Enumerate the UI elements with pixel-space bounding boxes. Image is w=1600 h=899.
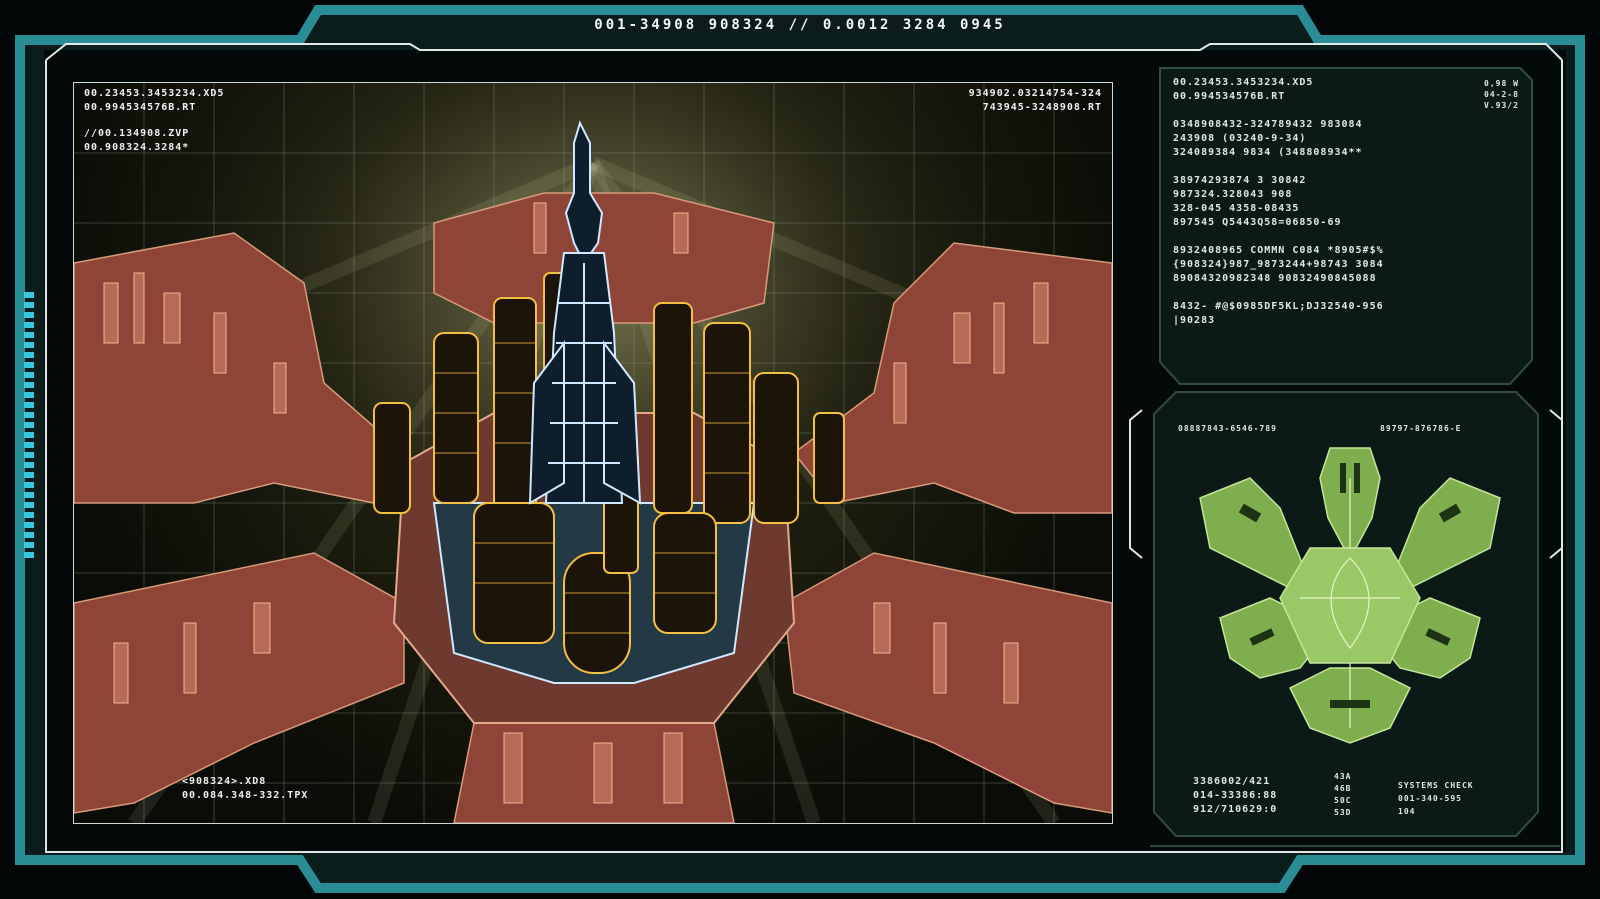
stat-line: 53D [1334, 808, 1352, 817]
stat-line: 104 [1398, 807, 1416, 816]
city-viewport[interactable]: 00.23453.3453234.XD5 00.994534576B.RT //… [73, 82, 1113, 824]
side-led-strip [24, 292, 34, 558]
stats-column-b: 43A 46B 50C 53D [1334, 771, 1351, 819]
readout-line: 8432- #@$0985DF5KL;DJ32540-956 [1173, 301, 1384, 312]
viewport-coords-top-right: 934902.03214754-324 743945-3248908.RT [969, 87, 1102, 115]
tick-label: 0,98 W [1484, 79, 1519, 88]
readout-line: 243908 (03240-9-34) [1173, 133, 1307, 144]
stat-line: 46B [1334, 784, 1352, 793]
coord-line: 00.908324.3284* [84, 142, 190, 153]
stat-line: 001-340-595 [1398, 794, 1462, 803]
readout-line: 8932408965 COMMN C084 *8905#$% [1173, 245, 1384, 256]
tower-bands [434, 342, 750, 634]
readout-line: 00.994534576B.RT [1173, 91, 1286, 102]
city-minimap[interactable] [1180, 438, 1520, 758]
readout-line: 0348908432-324789432 983084 [1173, 119, 1363, 130]
systems-check: SYSTEMS CHECK 001-340-595 104 [1398, 779, 1474, 818]
tick-label: V.93/2 [1484, 101, 1519, 110]
readout-line: 328-045 4358-08435 [1173, 203, 1300, 214]
stat-line: 912/710629:0 [1193, 804, 1278, 815]
tick-label: 04-2-8 [1484, 90, 1519, 99]
minimap-label-left: 08887843-6546-789 [1178, 424, 1277, 433]
systems-check-title: SYSTEMS CHECK [1398, 781, 1474, 790]
stat-line: 43A [1334, 772, 1352, 781]
readout-line: |90283 [1173, 315, 1216, 326]
data-readout: 00.23453.3453234.XD5 00.994534576B.RT 03… [1173, 76, 1384, 328]
stat-line: 50C [1334, 796, 1352, 805]
readout-line: 89084320982348 90832490845088 [1173, 273, 1377, 284]
minimap-label-right: 89797-876786-E [1380, 424, 1462, 433]
coord-line: //00.134908.ZVP [84, 128, 190, 139]
coord-line: 743945-3248908.RT [982, 102, 1102, 113]
readout-line: 897545 Q5443Q58=06850-69 [1173, 217, 1342, 228]
viewport-coords-top-left: 00.23453.3453234.XD5 00.994534576B.RT [84, 87, 224, 115]
coord-line: 00.084.348-332.TPX [182, 790, 309, 801]
readout-line: {908324}987_9873244+98743 3084 [1173, 259, 1384, 270]
pier-buildings [103, 202, 1049, 804]
coord-line: 00.23453.3453234.XD5 [84, 88, 225, 99]
stats-column-a: 3386002/421 014-33386:88 912/710629:0 [1193, 775, 1277, 817]
coord-line: 00.994534576B.RT [84, 102, 197, 113]
viewport-coords-top-left-2: //00.134908.ZVP 00.908324.3284* [84, 127, 189, 155]
readout-line: 38974293874 3 30842 [1173, 175, 1307, 186]
stat-line: 014-33386:88 [1193, 790, 1278, 801]
central-spire [528, 120, 642, 505]
coord-line: <908324>.XD8 [182, 776, 267, 787]
stat-line: 3386002/421 [1193, 776, 1271, 787]
header-code: 001-34908 908324 // 0.0012 3284 0945 [594, 17, 1006, 33]
readout-line: 00.23453.3453234.XD5 [1173, 77, 1314, 88]
city-wireframe [74, 83, 1112, 823]
readout-line: 324089384 9834 (348808934** [1173, 147, 1363, 158]
coord-line: 934902.03214754-324 [968, 88, 1102, 99]
readout-ticks: 0,98 W 04-2-8 V.93/2 [1484, 78, 1519, 111]
viewport-coords-bottom-left: <908324>.XD8 00.084.348-332.TPX [182, 775, 308, 803]
readout-panel-frame [1159, 67, 1533, 385]
readout-line: 987324.328043 908 [1173, 189, 1293, 200]
